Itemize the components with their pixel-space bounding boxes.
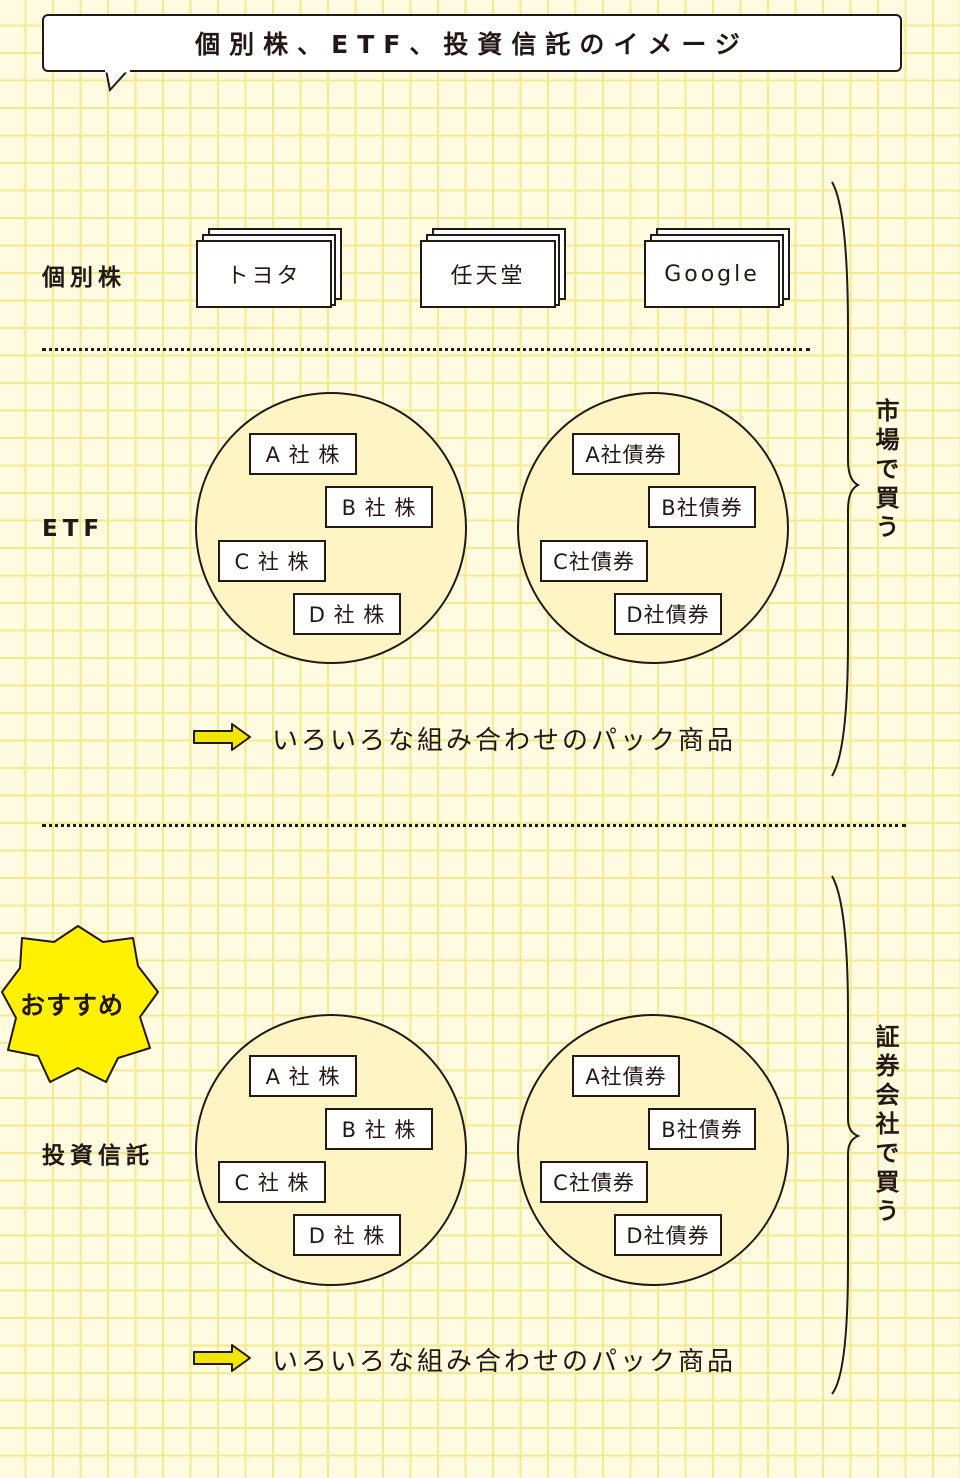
brace-broker: [831, 875, 861, 1395]
broker-label: 証券会社で買う: [871, 1024, 899, 1227]
bond-tag-c: C社債券: [540, 540, 648, 582]
market-label: 市場で買う: [871, 398, 899, 543]
page-title: 個別株、ETF、投資信託のイメージ: [195, 30, 749, 59]
stock-tag-b: B 社 株: [325, 1108, 433, 1150]
stock-tag-a: A 社 株: [249, 433, 357, 475]
stock-card-label: 任天堂: [450, 264, 526, 289]
arrow-right-icon: [193, 1344, 251, 1372]
dotted-divider: [42, 824, 906, 827]
bond-tag-a: A社債券: [572, 1055, 680, 1097]
recommend-badge-burst: [1, 925, 159, 1083]
stock-tag-a: A 社 株: [249, 1055, 357, 1097]
row-label-fund: 投資信託: [42, 1143, 154, 1169]
bubble-tail: [105, 69, 130, 93]
row-label-stock: 個別株: [42, 265, 126, 291]
pack-description: いろいろな組み合わせのパック商品: [272, 1347, 737, 1377]
bond-tag-a: A社債券: [572, 433, 680, 475]
bond-tag-d: D社債券: [614, 593, 722, 635]
brace-market: [831, 181, 861, 777]
arrow-right-icon: [193, 723, 251, 751]
stock-tag-c: C 社 株: [218, 1161, 326, 1203]
bond-tag-b: B社債券: [648, 486, 756, 528]
bond-tag-b: B社債券: [648, 1108, 756, 1150]
stock-card-label: Google: [664, 261, 760, 287]
stock-card-google: Google: [644, 240, 780, 308]
stock-tag-d: D 社 株: [293, 593, 401, 635]
stock-card-label: トヨタ: [226, 264, 302, 289]
stock-tag-c: C 社 株: [218, 540, 326, 582]
stock-card-toyota: トヨタ: [196, 240, 332, 308]
stock-tag-b: B 社 株: [325, 486, 433, 528]
stock-tag-d: D 社 株: [293, 1214, 401, 1256]
pack-description: いろいろな組み合わせのパック商品: [272, 726, 737, 756]
dotted-divider: [42, 348, 810, 351]
bond-tag-d: D社債券: [614, 1214, 722, 1256]
bond-tag-c: C社債券: [540, 1161, 648, 1203]
stock-card-nintendo: 任天堂: [420, 240, 556, 308]
title-bubble: 個別株、ETF、投資信託のイメージ: [42, 14, 902, 72]
row-label-etf: ETF: [42, 516, 105, 542]
recommend-badge: おすすめ: [20, 991, 125, 1020]
